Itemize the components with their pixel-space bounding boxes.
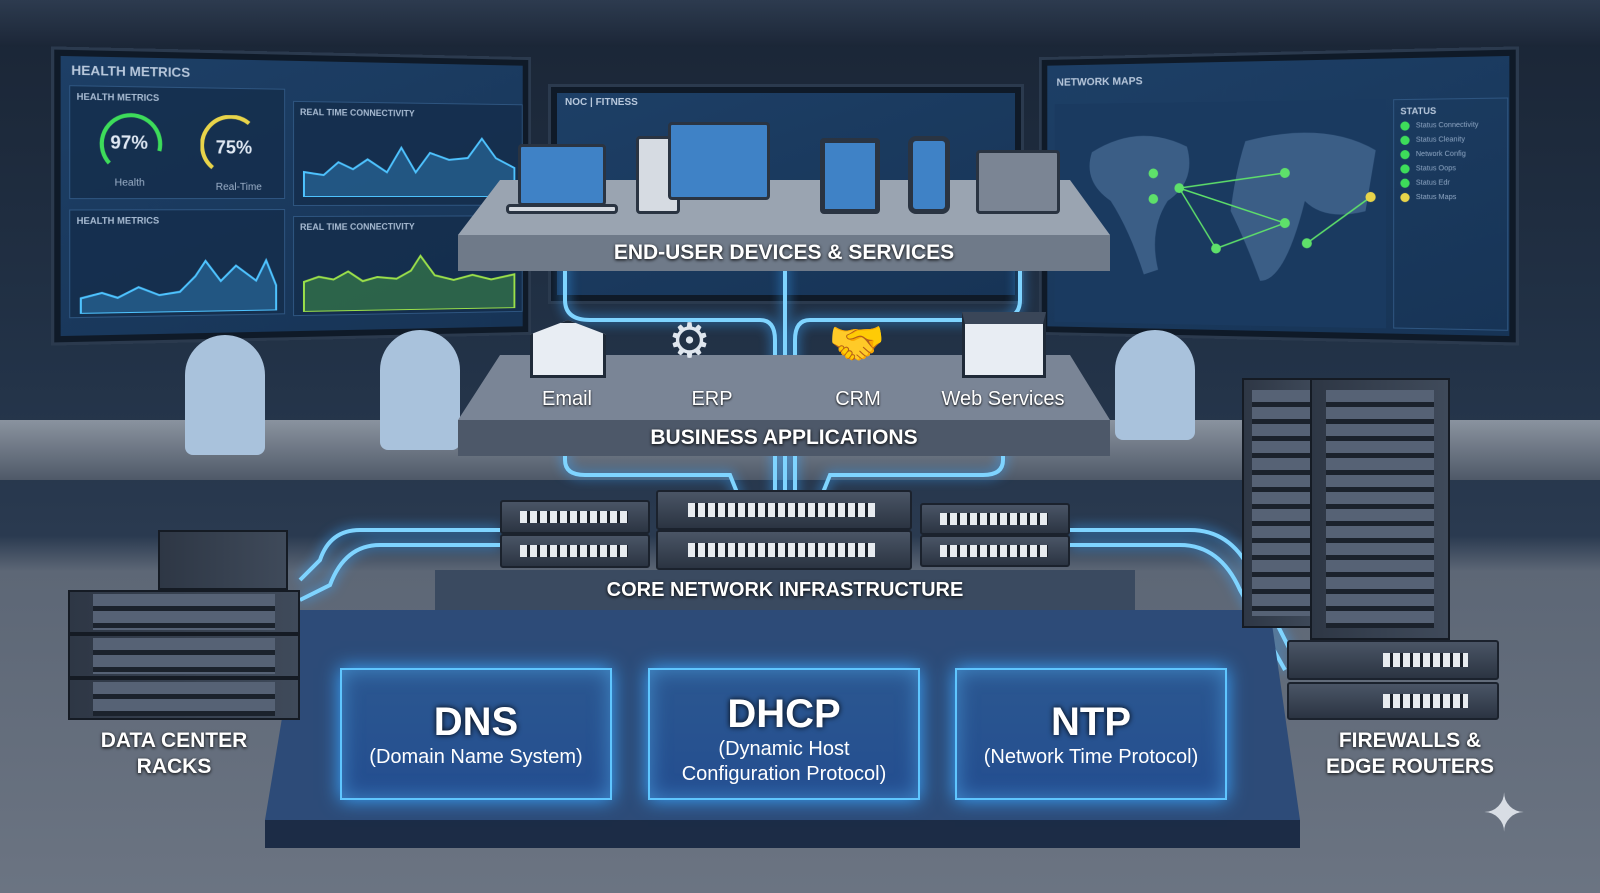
dns-title: DNS [342,700,610,745]
dhcp-title: DHCP [650,692,918,737]
ntp-description: (Network Time Protocol) [957,745,1225,770]
desk-phone-icon [976,150,1060,214]
tablet-icon [820,138,880,214]
ntp-title: NTP [957,700,1225,745]
browser-window-icon [962,312,1046,378]
handshake-icon: 🤝 [812,316,902,378]
dhcp-service-box: DHCP (Dynamic Host Configuration Protoco… [648,668,920,800]
rack-server [68,634,300,678]
dhcp-description-line1: (Dynamic Host [650,737,918,762]
app-label-crm: CRM [783,388,933,411]
app-label-email: Email [492,388,642,411]
core-switch [656,490,912,530]
dns-description: (Domain Name System) [342,745,610,770]
network-switch [500,534,650,568]
sparkle-icon: ✦ [1478,785,1530,843]
edge-router-device [1287,682,1499,720]
core-layer-label: CORE NETWORK INFRASTRUCTURE [435,579,1135,602]
app-label-erp: ERP [637,388,787,411]
desktop-monitor-icon [668,122,770,200]
network-switch [920,503,1070,535]
dhcp-description-line2: Configuration Protocol) [650,762,918,787]
rack-server [68,590,300,634]
server-tower [1310,378,1450,640]
rack-server [68,678,300,720]
server-chassis [158,530,288,590]
ntp-service-box: NTP (Network Time Protocol) [955,668,1227,800]
data-center-racks-label: DATA CENTERRACKS [74,728,274,780]
business-layer-label: BUSINESS APPLICATIONS [458,426,1110,450]
smartphone-icon [908,136,950,214]
laptop-icon [518,144,606,206]
dns-service-box: DNS (Domain Name System) [340,668,612,800]
laptop-base [506,204,618,214]
firewall-device [1287,640,1499,680]
network-switch [920,535,1070,567]
gear-chart-icon: ⚙ [668,312,752,378]
core-switch [656,530,912,570]
firewalls-edge-routers-label: FIREWALLS &EDGE ROUTERS [1300,728,1520,780]
end-user-layer-label: END-USER DEVICES & SERVICES [458,241,1110,265]
network-switch [500,500,650,534]
app-label-web-services: Web Services [928,388,1078,411]
